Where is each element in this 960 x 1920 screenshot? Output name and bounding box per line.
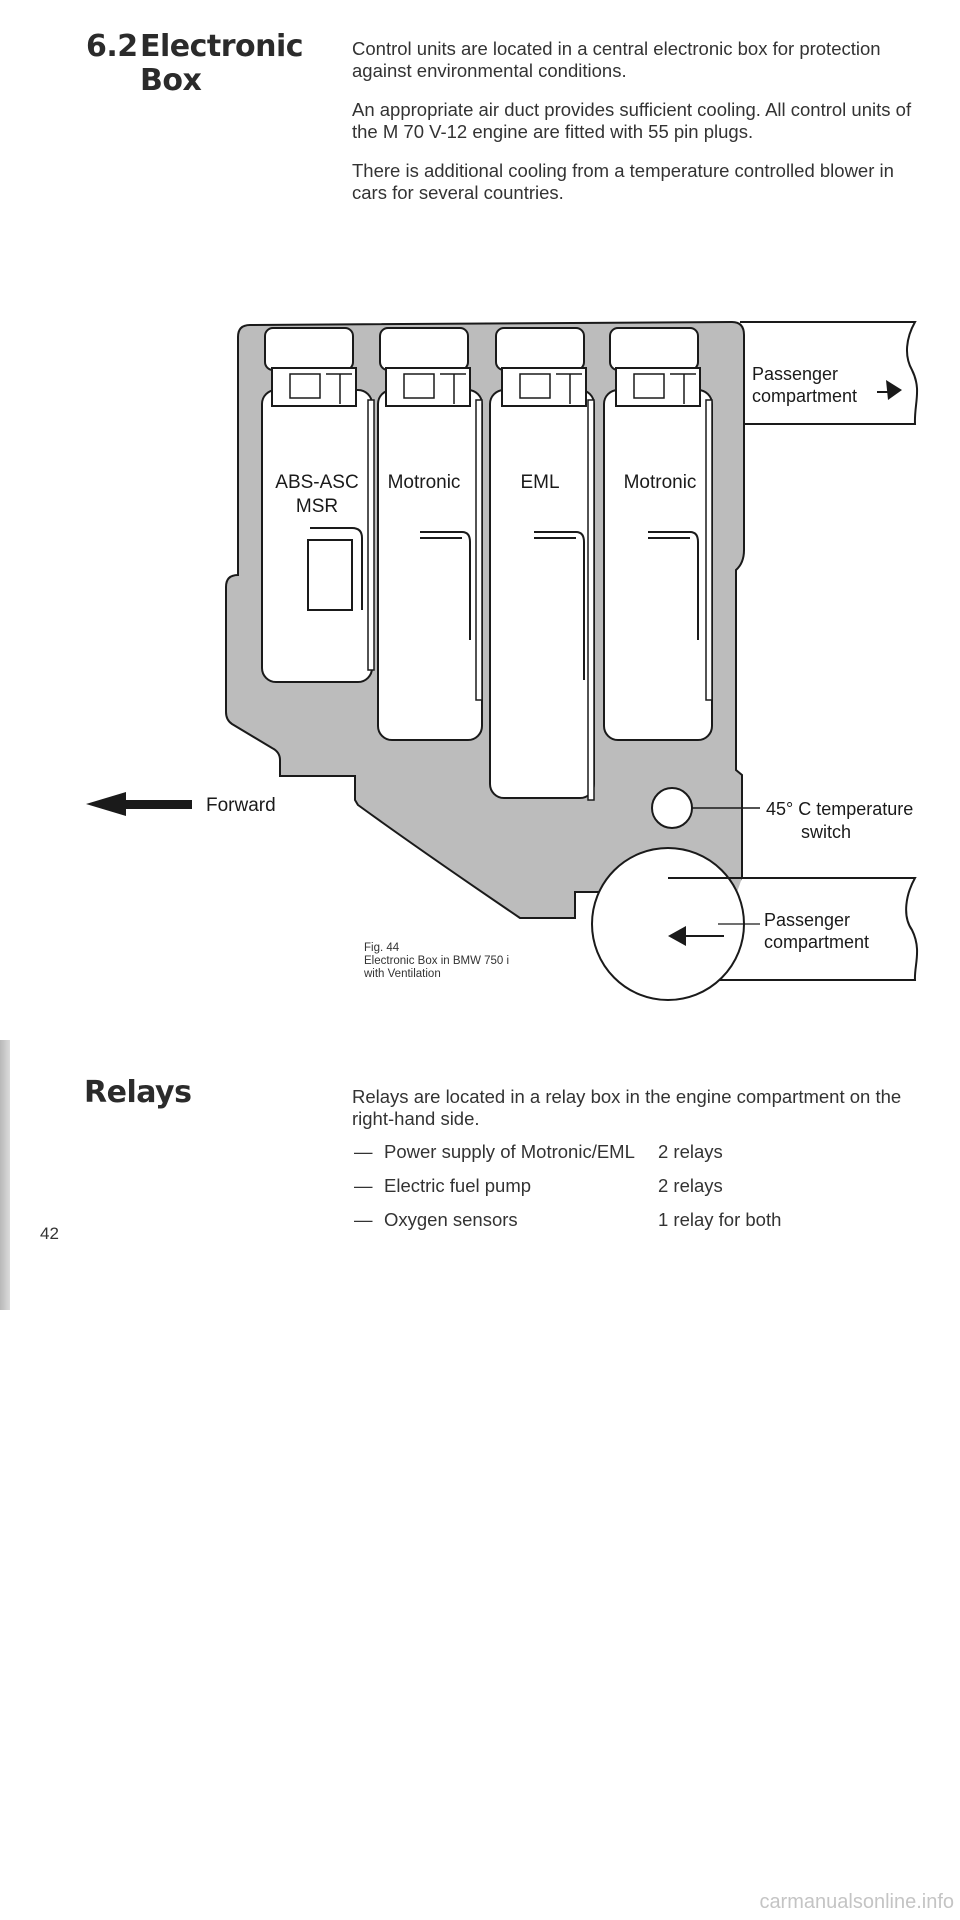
footer-watermark: carmanualsonline.info [759,1891,954,1913]
control-unit-motronic-1 [377,327,483,741]
passenger-label-top-line2: compartment [752,386,857,406]
passenger-duct-top [740,321,919,425]
unit-label-eml: EML [520,472,559,493]
section-title-line2: Box [140,63,202,98]
unit-label-motronic-1: Motronic [388,472,461,493]
relay-row-dash: — [354,1209,373,1230]
relay-row-value: 2 relays [658,1175,723,1196]
relay-row-dash: — [354,1175,373,1196]
unit-label-motronic-2: Motronic [624,472,697,493]
control-unit-eml [489,327,595,801]
airflow-arrow-right-icon [877,380,902,400]
figure-caption-line2: with Ventilation [363,968,441,980]
relay-row-label: Oxygen sensors [384,1209,518,1230]
page-edge-shadow [0,1040,10,1310]
intro-paragraph-1: Control units are located in a central e… [352,38,881,81]
relay-row-oxygen-sensors: — Oxygen sensors 1 relay for both [354,1209,781,1231]
forward-label: Forward [206,795,276,816]
airflow-arrow-left-icon [668,926,724,946]
temperature-switch-icon [651,787,693,829]
passenger-duct-bottom [706,877,919,981]
relay-row-value: 1 relay for both [658,1209,782,1230]
relays-intro: Relays are located in a relay box in the… [352,1086,902,1129]
section-number: 6.2 [86,29,138,64]
forward-arrow-icon [86,792,192,816]
temp-switch-label-line1: 45° C temperature [766,799,913,819]
control-unit-abs-asc [261,327,375,683]
section-title-line1: Electronic [140,29,304,64]
control-unit-motronic-2 [603,327,713,741]
passenger-label-top-line1: Passenger [752,364,838,384]
temp-switch-label-line2: switch [801,822,851,842]
unit-label-msr: MSR [296,496,338,517]
unit-label-abs-asc: ABS-ASC [275,472,358,493]
relay-row-label: Power supply of Motronic/EML [384,1141,635,1162]
relay-row-label: Electric fuel pump [384,1175,532,1196]
passenger-label-bottom-line1: Passenger [764,910,850,930]
relay-row-power-supply: — Power supply of Motronic/EML 2 relays [354,1141,723,1163]
relays-heading: Relays [84,1075,192,1110]
relay-row-fuel-pump: — Electric fuel pump 2 relays [354,1175,723,1197]
page-number: 42 [40,1224,59,1243]
passenger-label-bottom-line2: compartment [764,932,869,952]
figure-caption-number: Fig. 44 [364,942,400,954]
figure-caption-line1: Electronic Box in BMW 750 i [364,955,509,967]
electronic-box-figure: ABS-ASC MSR Motronic EML Motronic Passen… [86,320,919,1001]
relay-row-dash: — [354,1141,373,1162]
intro-paragraph-3: There is additional cooling from a tempe… [352,160,894,203]
intro-text: Control units are located in a central e… [352,38,922,221]
relay-row-value: 2 relays [658,1141,723,1162]
intro-paragraph-2: An appropriate air duct provides suffici… [352,99,912,142]
